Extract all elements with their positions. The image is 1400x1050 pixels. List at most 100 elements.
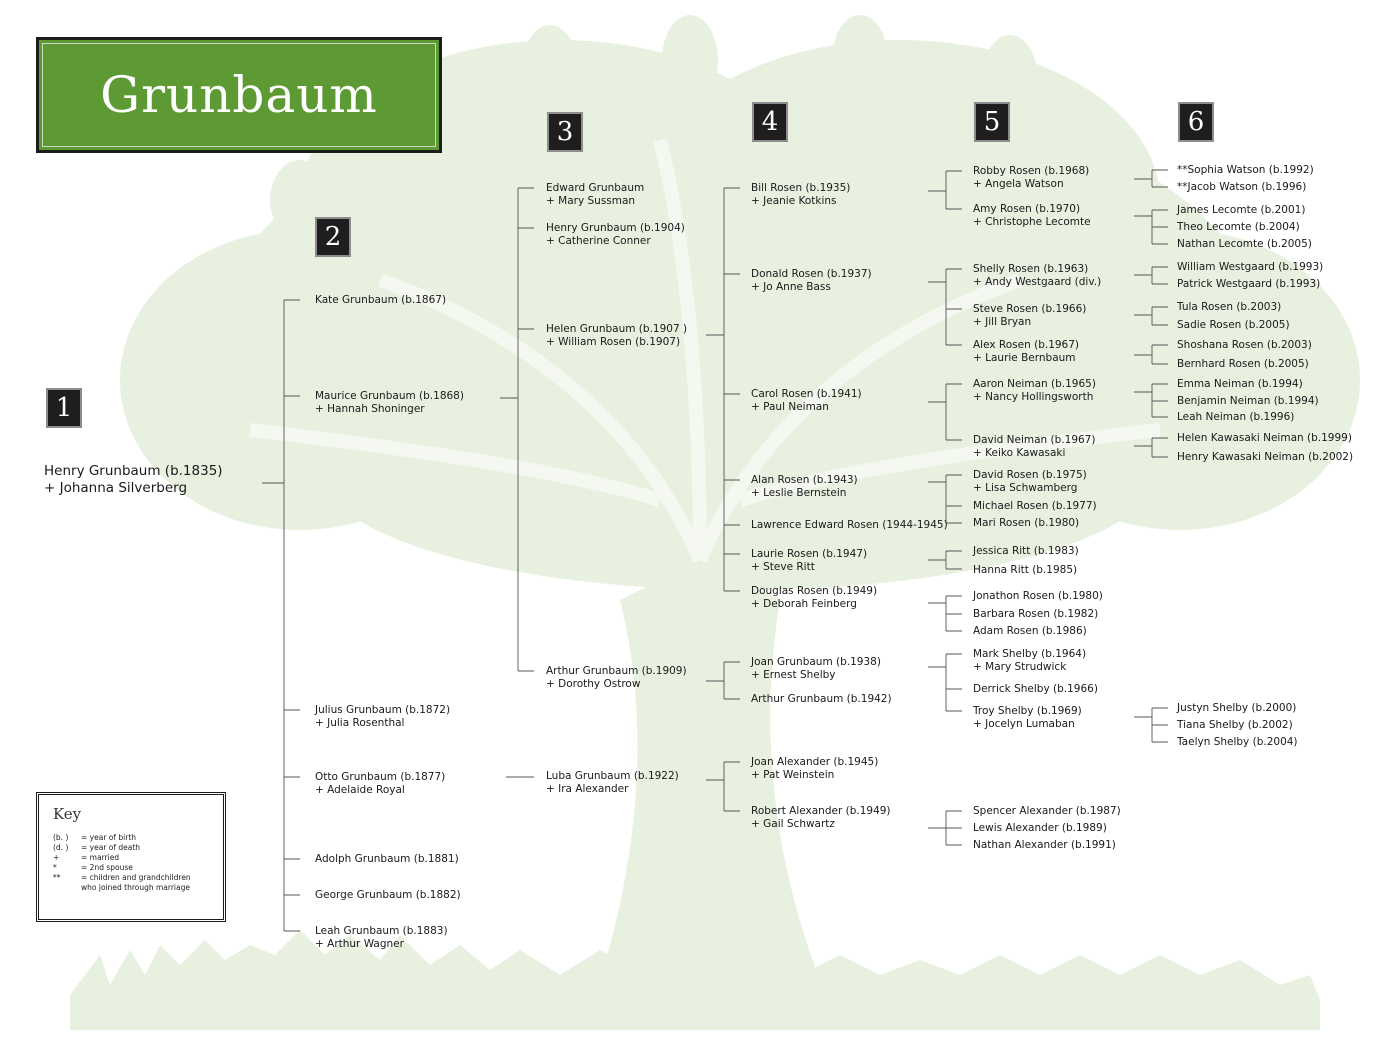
legend-row: **= children and grandchildren xyxy=(53,873,209,883)
person-name: Steve Rosen (b.1966) xyxy=(973,303,1087,315)
person-name: Spencer Alexander (b.1987) xyxy=(973,805,1121,817)
person-spouse: + Keiko Kawasaki xyxy=(973,447,1066,459)
person-spouse: + Paul Neiman xyxy=(751,401,829,413)
person-gen5: Michael Rosen (b.1977) xyxy=(973,500,1097,513)
person-spouse: + Lisa Schwamberg xyxy=(973,482,1078,494)
person-name: Patrick Westgaard (b.1993) xyxy=(1177,278,1321,290)
person-gen6: William Westgaard (b.1993) xyxy=(1177,261,1323,274)
legend-row: (d. ) = year of death xyxy=(53,843,209,853)
person-gen5: Derrick Shelby (b.1966) xyxy=(973,683,1098,696)
person-name: Jonathon Rosen (b.1980) xyxy=(973,590,1103,602)
person-gen6: Bernhard Rosen (b.2005) xyxy=(1177,358,1309,371)
person-gen2: George Grunbaum (b.1882) xyxy=(315,889,461,902)
person-name: David Rosen (b.1975) xyxy=(973,469,1087,481)
person-name: Taelyn Shelby (b.2004) xyxy=(1177,736,1298,748)
person-gen4: Douglas Rosen (b.1949)+ Deborah Feinberg xyxy=(751,585,877,611)
person-gen5: Spencer Alexander (b.1987) xyxy=(973,805,1121,818)
person-gen2: Otto Grunbaum (b.1877)+ Adelaide Royal xyxy=(315,771,445,797)
person-name: Lawrence Edward Rosen (1944-1945) xyxy=(751,519,948,531)
person-gen6: Nathan Lecomte (b.2005) xyxy=(1177,238,1312,251)
legend-row: (b. )= year of birth xyxy=(53,833,209,843)
person-gen5: Jessica Ritt (b.1983) xyxy=(973,545,1079,558)
person-name: Benjamin Neiman (b.1994) xyxy=(1177,395,1319,407)
person-gen5: Aaron Neiman (b.1965)+ Nancy Hollingswor… xyxy=(973,378,1096,404)
person-spouse: + Mary Sussman xyxy=(546,195,636,207)
person-name: Donald Rosen (b.1937) xyxy=(751,268,872,280)
generation-badge-5: 5 xyxy=(974,102,1010,142)
person-gen4: Donald Rosen (b.1937)+ Jo Anne Bass xyxy=(751,268,872,294)
legend-symbol: ** xyxy=(53,873,61,882)
legend-description: = year of death xyxy=(81,843,141,852)
legend-description: = 2nd spouse xyxy=(81,863,133,872)
person-name: Helen Kawasaki Neiman (b.1999) xyxy=(1177,432,1352,444)
person-name: Tiana Shelby (b.2002) xyxy=(1177,719,1293,731)
person-name: Maurice Grunbaum (b.1868) xyxy=(315,390,464,402)
person-gen5: Shelly Rosen (b.1963)+ Andy Westgaard (d… xyxy=(973,263,1101,289)
person-spouse: + Dorothy Ostrow xyxy=(546,678,641,690)
person-gen6: Tiana Shelby (b.2002) xyxy=(1177,719,1293,732)
person-name: Douglas Rosen (b.1949) xyxy=(751,585,878,597)
generation-badge-1: 1 xyxy=(46,388,82,428)
person-gen4: Carol Rosen (b.1941)+ Paul Neiman xyxy=(751,388,862,414)
person-spouse: + Andy Westgaard (div.) xyxy=(973,276,1102,288)
person-name: David Neiman (b.1967) xyxy=(973,434,1096,446)
person-gen3: Luba Grunbaum (b.1922)+ Ira Alexander xyxy=(546,770,679,796)
person-gen4: Lawrence Edward Rosen (1944-1945) xyxy=(751,519,948,532)
person-gen6: Henry Kawasaki Neiman (b.2002) xyxy=(1177,451,1353,464)
person-gen4: Joan Alexander (b.1945)+ Pat Weinstein xyxy=(751,756,878,782)
person-gen4: Alan Rosen (b.1943)+ Leslie Bernstein xyxy=(751,474,858,500)
person-name: Luba Grunbaum (b.1922) xyxy=(546,770,679,782)
person-gen5: Lewis Alexander (b.1989) xyxy=(973,822,1107,835)
legend-key: Key (b. )= year of birth (d. )= year of … xyxy=(36,792,226,922)
person-spouse: + Gail Schwartz xyxy=(751,818,835,830)
person-spouse: + Julia Rosenthal xyxy=(315,717,405,729)
person-gen5: David Neiman (b.1967)+ Keiko Kawasaki xyxy=(973,434,1095,460)
person-name: Robert Alexander (b.1949) xyxy=(751,805,891,817)
person-name: Nathan Alexander (b.1991) xyxy=(973,839,1116,851)
person-gen6: Tula Rosen (b.2003) xyxy=(1177,301,1281,314)
person-name: Nathan Lecomte (b.2005) xyxy=(1177,238,1312,250)
person-gen6: Taelyn Shelby (b.2004) xyxy=(1177,736,1298,749)
person-spouse: + Jeanie Kotkins xyxy=(751,195,837,207)
person-name: William Westgaard (b.1993) xyxy=(1177,261,1324,273)
person-name: Edward Grunbaum xyxy=(546,182,645,194)
person-gen6: Patrick Westgaard (b.1993) xyxy=(1177,278,1320,291)
generation-badge-2: 2 xyxy=(315,217,351,257)
person-gen4: Joan Grunbaum (b.1938)+ Ernest Shelby xyxy=(751,656,881,682)
person-gen6: Helen Kawasaki Neiman (b.1999) xyxy=(1177,432,1352,445)
person-name: **Sophia Watson (b.1992) xyxy=(1177,164,1314,176)
person-name: **Jacob Watson (b.1996) xyxy=(1177,181,1307,193)
family-name-title: Grunbaum xyxy=(100,66,378,124)
generation-badge-3: 3 xyxy=(547,112,583,152)
person-name: Sadie Rosen (b.2005) xyxy=(1177,319,1290,331)
person-gen5: Mari Rosen (b.1980) xyxy=(973,517,1079,530)
person-gen4: Laurie Rosen (b.1947)+ Steve Ritt xyxy=(751,548,867,574)
person-spouse: + Johanna Silverberg xyxy=(44,480,188,496)
person-spouse: + Pat Weinstein xyxy=(751,769,835,781)
person-name: Lewis Alexander (b.1989) xyxy=(973,822,1107,834)
person-name: Emma Neiman (b.1994) xyxy=(1177,378,1303,390)
person-gen5: Nathan Alexander (b.1991) xyxy=(973,839,1116,852)
person-name: Helen Grunbaum (b.1907 ) xyxy=(546,323,688,335)
person-name: Adolph Grunbaum (b.1881) xyxy=(315,853,459,865)
person-name: Arthur Grunbaum (b.1909) xyxy=(546,665,687,677)
legend-symbol: (d. ) xyxy=(53,843,69,852)
person-gen5: Barbara Rosen (b.1982) xyxy=(973,608,1098,621)
person-spouse: + Jo Anne Bass xyxy=(751,281,831,293)
person-spouse: + Deborah Feinberg xyxy=(751,598,857,610)
legend-row: who joined through marriage xyxy=(53,883,209,893)
person-name: Justyn Shelby (b.2000) xyxy=(1177,702,1297,714)
person-name: Shoshana Rosen (b.2003) xyxy=(1177,339,1312,351)
legend-symbol: * xyxy=(53,863,57,872)
legend-description: who joined through marriage xyxy=(81,883,190,892)
person-gen6: Leah Neiman (b.1996) xyxy=(1177,411,1294,424)
person-name: Alan Rosen (b.1943) xyxy=(751,474,858,486)
legend-symbol: + xyxy=(53,853,60,862)
person-gen4: Bill Rosen (b.1935)+ Jeanie Kotkins xyxy=(751,182,850,208)
person-gen6: Shoshana Rosen (b.2003) xyxy=(1177,339,1312,352)
legend-symbol xyxy=(53,883,81,893)
person-gen6: **Jacob Watson (b.1996) xyxy=(1177,181,1306,194)
person-name: Aaron Neiman (b.1965) xyxy=(973,378,1096,390)
